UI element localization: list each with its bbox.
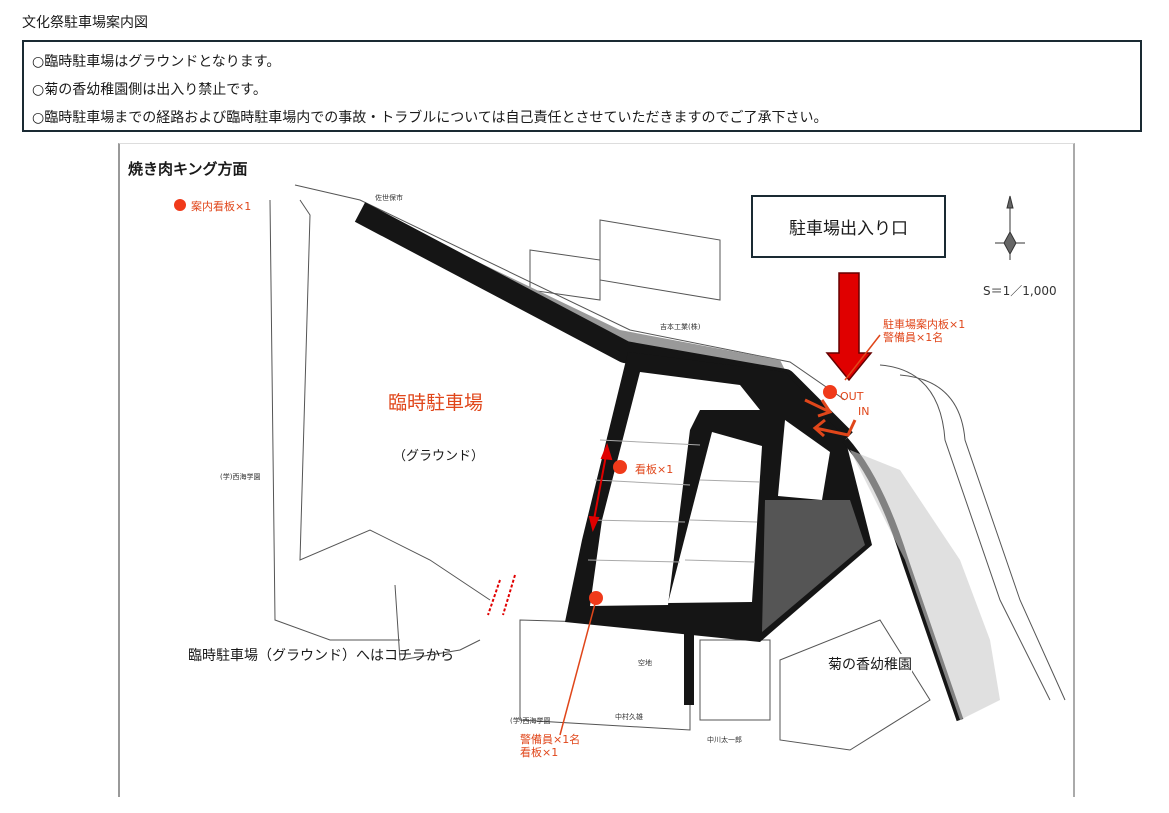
ground-route-label: 臨時駐車場（グラウンド）へはコチラから <box>188 648 454 664</box>
document-title: 文化祭駐車場案内図 <box>22 15 148 31</box>
map-label: (学)西海学園 <box>220 473 261 481</box>
route-arrows <box>487 443 613 616</box>
map-label: 中川太一郎 <box>707 736 742 744</box>
map-label: (学)西海学園 <box>510 717 551 725</box>
map-linework <box>269 184 1066 751</box>
bottom-marker-icon <box>589 591 603 605</box>
entrance-sign-label: 駐車場案内板×1 警備員×1名 <box>883 318 965 344</box>
notice-1: ○臨時駐車場はグラウンドとなります。 <box>32 54 281 70</box>
legend-label: 案内看板×1 <box>191 200 252 213</box>
entrance-sign-line: 駐車場案内板×1 <box>883 318 966 331</box>
parking-subtitle: （グラウンド） <box>393 449 485 464</box>
parking-block-right <box>778 420 830 500</box>
entrance-label: 駐車場出入り口 <box>789 219 908 239</box>
mid-sign-label: 看板×1 <box>632 460 677 478</box>
entrance-arrow <box>825 272 873 382</box>
map-frame <box>118 143 1075 797</box>
notice-2: ○菊の香幼稚園側は出入り禁止です。 <box>32 82 267 98</box>
bottom-sign-label: 警備員×1名 看板×1 <box>520 733 580 759</box>
hatched-strip <box>365 210 790 380</box>
entrance-label-box: 駐車場出入り口 <box>751 195 946 258</box>
in-label: IN <box>858 405 870 418</box>
sign-leader <box>844 334 881 381</box>
mid-marker-icon <box>613 460 627 474</box>
entrance-marker-icon <box>823 385 837 399</box>
bottom-guard-line: 警備員×1名 <box>520 733 581 746</box>
notice-box: ○臨時駐車場はグラウンドとなります。 ○菊の香幼稚園側は出入り禁止です。 ○臨時… <box>22 40 1142 132</box>
scale-label: S＝1／1,000 <box>983 284 1057 298</box>
in-out-arrows <box>804 398 857 438</box>
compass-icon <box>995 195 1025 260</box>
map-label: 空地 <box>638 659 652 667</box>
bottom-sign-line: 看板×1 <box>520 746 559 759</box>
direction-label: 焼き肉キング方面 <box>128 160 248 178</box>
parking-title: 臨時駐車場 <box>388 392 484 414</box>
parking-grid <box>587 439 761 563</box>
sign-leader-bottom <box>559 599 597 736</box>
kindergarten-label: 菊の香幼稚園 <box>828 654 912 674</box>
side-path <box>684 625 694 705</box>
entrance-guard-line: 警備員×1名 <box>883 331 944 344</box>
map-label: 吉本工業(株) <box>660 323 701 331</box>
notice-3: ○臨時駐車場までの経路および臨時駐車場内での事故・トラブルについては自己責任とさ… <box>32 110 828 126</box>
hatched-area <box>762 500 865 632</box>
map-label: 佐世保市 <box>375 194 403 202</box>
map-label: 中村久雄 <box>615 713 643 721</box>
legend-marker-icon <box>174 199 186 211</box>
slope-area <box>850 450 1000 720</box>
parking-block-left <box>590 372 760 606</box>
out-label: OUT <box>840 390 864 403</box>
